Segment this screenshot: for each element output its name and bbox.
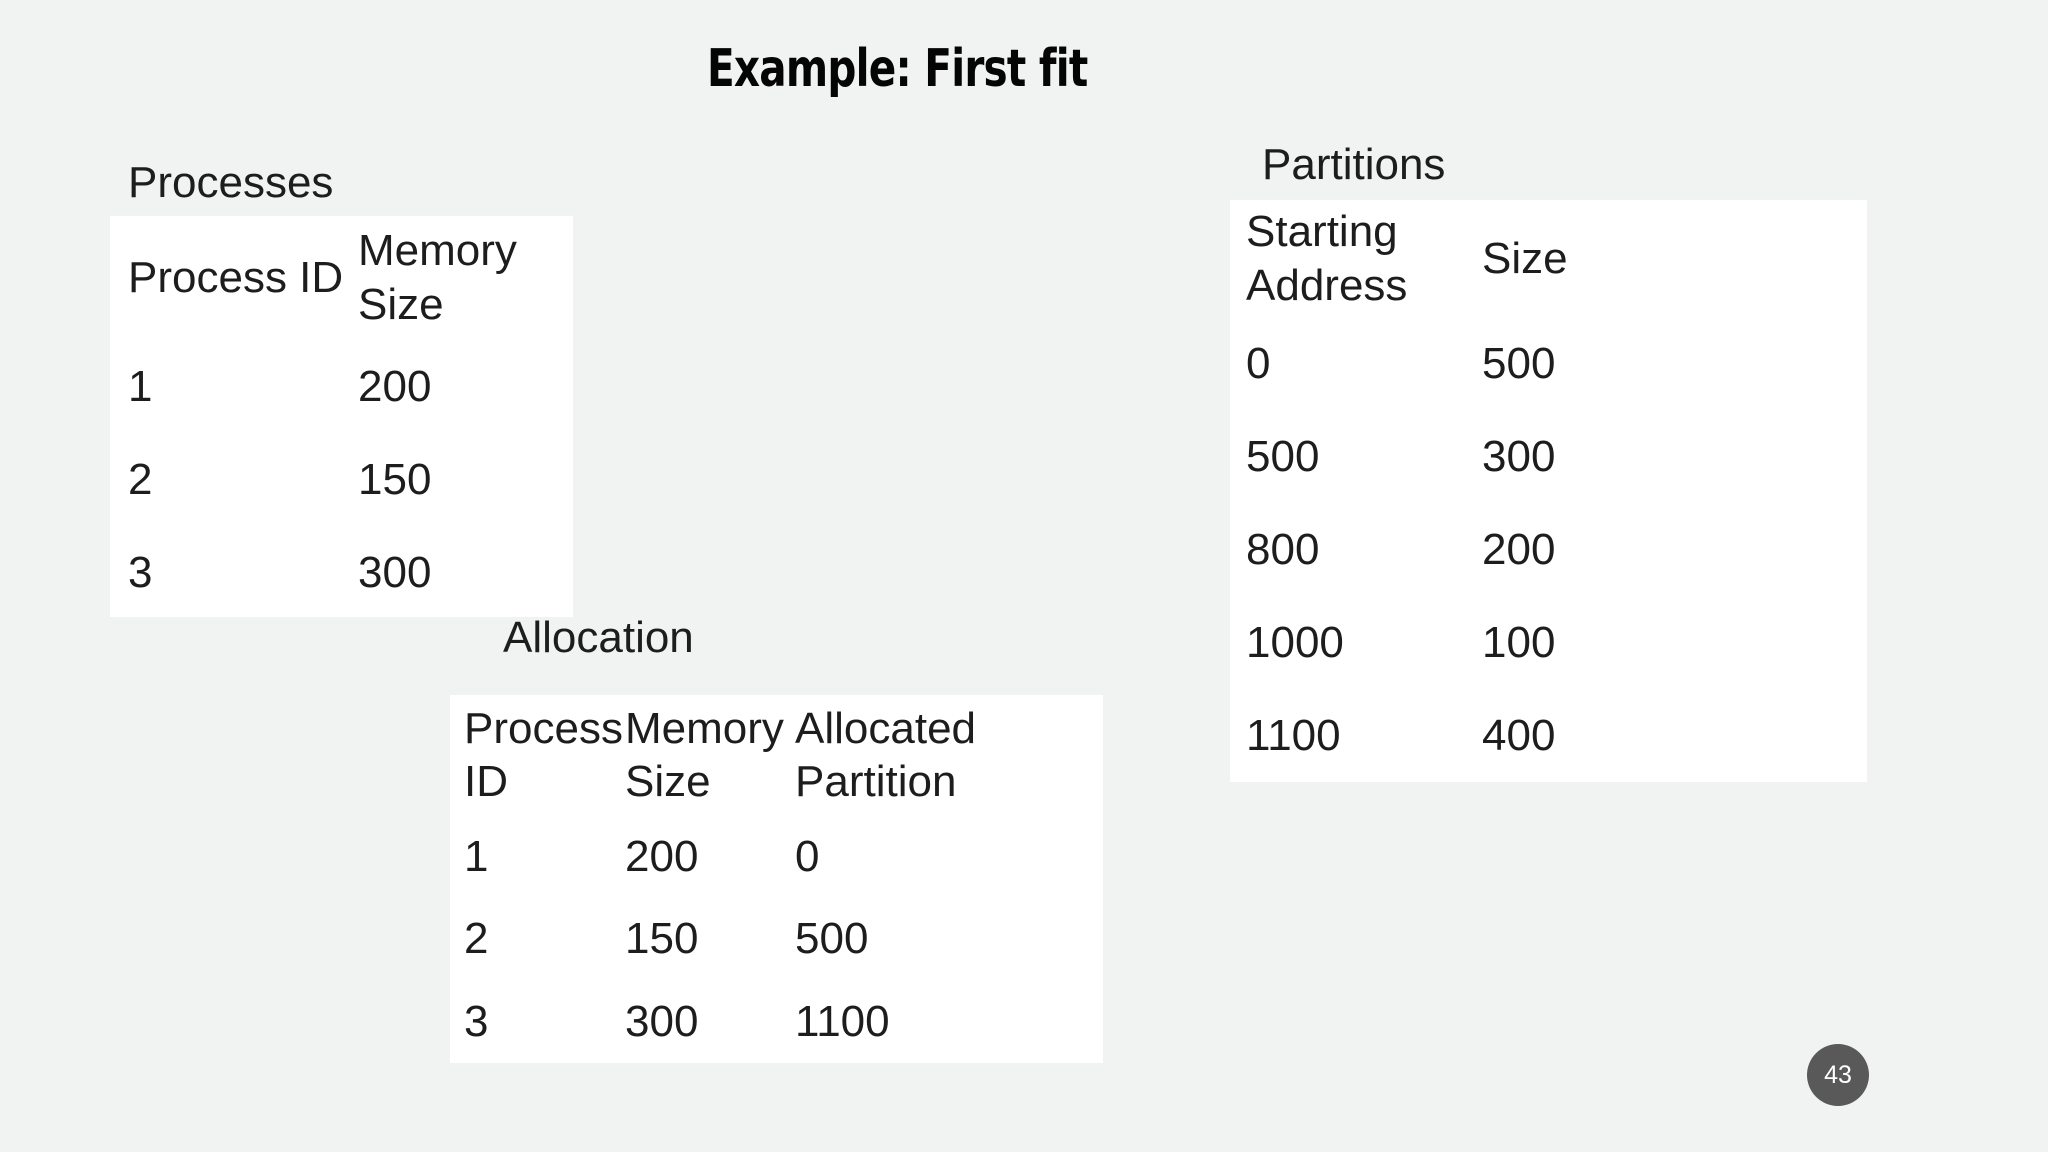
- processes-cell-size: 200: [358, 361, 432, 411]
- partitions-cell-size: 300: [1482, 431, 1556, 481]
- partitions-cell-address: 500: [1246, 431, 1320, 481]
- processes-header-memory-size: Memory Size: [358, 226, 517, 329]
- partitions-header-size: Size: [1482, 233, 1568, 283]
- table-row: 2 150: [110, 433, 573, 526]
- table-row: 1 200 0: [450, 816, 1103, 898]
- processes-table-card: Process ID Memory Size 1 200 2 150 3 300: [110, 216, 573, 617]
- allocation-header-row: Process ID Memory Size Allocated Partiti…: [450, 695, 1103, 816]
- processes-header-row: Process ID Memory Size: [110, 216, 573, 340]
- allocation-label: Allocation: [503, 613, 694, 662]
- processes-table: Process ID Memory Size 1 200 2 150 3 300: [110, 216, 573, 619]
- table-row: 1000 100: [1230, 596, 1867, 689]
- allocation-cell-id: 3: [464, 996, 489, 1046]
- table-row: 1100 400: [1230, 689, 1867, 782]
- table-row: 0 500: [1230, 317, 1867, 410]
- partitions-header-row: Starting Address Size: [1230, 200, 1867, 317]
- table-row: 1 200: [110, 340, 573, 433]
- allocation-table: Process ID Memory Size Allocated Partiti…: [450, 695, 1103, 1063]
- partitions-cell-address: 1000: [1246, 617, 1344, 667]
- allocation-table-card: Process ID Memory Size Allocated Partiti…: [450, 695, 1103, 1063]
- partitions-table: Starting Address Size 0 500 500 300 800 …: [1230, 200, 1867, 782]
- table-row: 2 150 500: [450, 898, 1103, 980]
- partitions-cell-address: 800: [1246, 524, 1320, 574]
- allocation-header-process-id: Process ID: [464, 703, 623, 807]
- partitions-cell-size: 400: [1482, 710, 1556, 760]
- partitions-table-card: Starting Address Size 0 500 500 300 800 …: [1230, 200, 1867, 782]
- processes-cell-id: 3: [128, 547, 153, 597]
- table-row: 500 300: [1230, 410, 1867, 503]
- allocation-header-allocated-partition: Allocated Partition: [795, 703, 977, 807]
- allocation-cell-id: 2: [464, 914, 489, 964]
- processes-cell-size: 300: [358, 547, 432, 597]
- partitions-label: Partitions: [1262, 140, 1446, 189]
- processes-header-process-id: Process ID: [128, 253, 344, 303]
- allocation-cell-partition: 1100: [795, 996, 890, 1046]
- allocation-cell-size: 150: [625, 914, 699, 964]
- table-row: 3 300: [110, 526, 573, 619]
- allocation-cell-size: 300: [625, 996, 699, 1046]
- partitions-cell-size: 100: [1482, 617, 1556, 667]
- partitions-cell-address: 1100: [1246, 710, 1341, 760]
- allocation-cell-id: 1: [464, 831, 489, 881]
- partitions-header-starting-address: Starting Address: [1246, 206, 1408, 310]
- slide-title: Example: First fit: [707, 39, 1088, 99]
- page-number: 43: [1824, 1060, 1852, 1089]
- processes-cell-size: 150: [358, 454, 432, 504]
- allocation-cell-partition: 500: [795, 914, 869, 964]
- allocation-header-memory-size: Memory Size: [625, 703, 784, 807]
- table-row: 800 200: [1230, 503, 1867, 596]
- partitions-cell-address: 0: [1246, 338, 1271, 388]
- processes-cell-id: 2: [128, 454, 153, 504]
- allocation-cell-partition: 0: [795, 831, 820, 881]
- processes-cell-id: 1: [128, 361, 153, 411]
- allocation-cell-size: 200: [625, 831, 699, 881]
- table-row: 3 300 1100: [450, 981, 1103, 1063]
- page-number-badge: 43: [1807, 1044, 1869, 1106]
- partitions-cell-size: 200: [1482, 524, 1556, 574]
- partitions-cell-size: 500: [1482, 338, 1556, 388]
- processes-label: Processes: [128, 158, 334, 207]
